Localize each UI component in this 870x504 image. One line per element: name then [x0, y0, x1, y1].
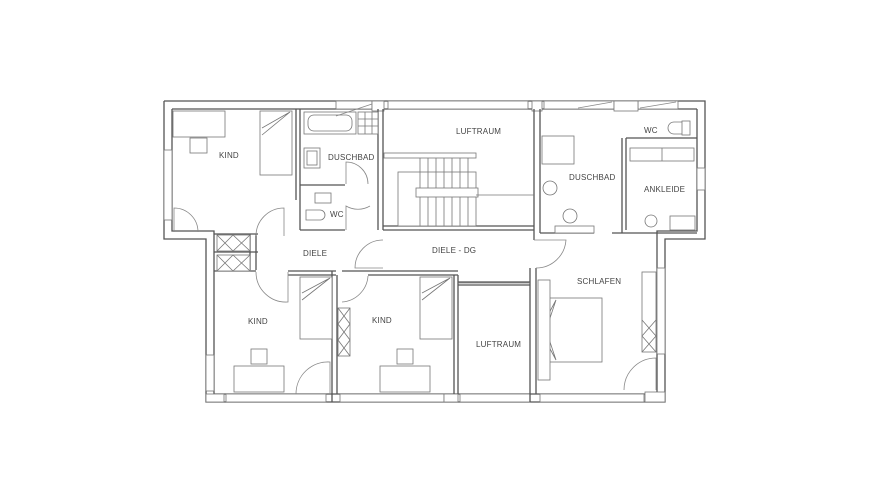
- label-schlafen: SCHLAFEN: [577, 277, 621, 286]
- fixtures: [172, 110, 696, 393]
- label-wc-right: WC: [644, 126, 658, 135]
- label-duschbad-left: DUSCHBAD: [328, 153, 375, 162]
- label-luftraum-top: LUFTRAUM: [456, 127, 501, 136]
- label-diele-dg: DIELE - DG: [432, 246, 476, 255]
- label-kind-top-left: KIND: [219, 151, 239, 160]
- label-duschbad-right: DUSCHBAD: [569, 173, 616, 182]
- label-diele: DIELE: [303, 249, 327, 258]
- exterior-walls: [163, 100, 706, 403]
- doors: [173, 101, 677, 395]
- label-wc-left: WC: [330, 210, 344, 219]
- staircase: [383, 152, 534, 284]
- label-luftraum-bottom: LUFTRAUM: [476, 340, 521, 349]
- label-ankleide: ANKLEIDE: [644, 185, 685, 194]
- label-kind-bottom-left: KIND: [248, 317, 268, 326]
- label-kind-bottom-mid: KIND: [372, 316, 392, 325]
- room-labels: KIND DUSCHBAD WC LUFTRAUM WC DUSCHBAD AN…: [219, 126, 685, 349]
